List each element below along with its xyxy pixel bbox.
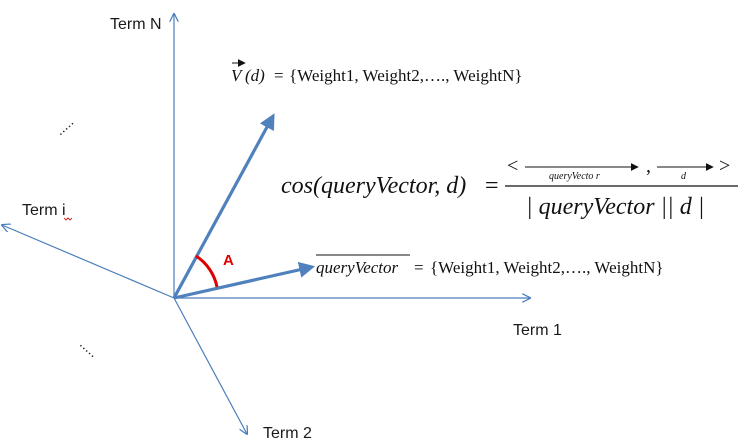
doc-vector-equals: = bbox=[274, 66, 284, 85]
doc-vector-value: {Weight1, Weight2,…., WeightN} bbox=[289, 66, 523, 85]
cosine-formula: cos(queryVector, d) = < queryVecto r , d… bbox=[281, 155, 738, 220]
query-vector-value: {Weight1, Weight2,…., WeightN} bbox=[430, 258, 664, 277]
term-n-label: Term N bbox=[110, 16, 162, 33]
document-vector-definition: V (d) = {Weight1, Weight2,…., WeightN} bbox=[231, 59, 523, 85]
document-vector-arrow bbox=[172, 113, 275, 299]
doc-vector-arg: (d) bbox=[245, 66, 265, 85]
term-2-label: Term 2 bbox=[263, 425, 312, 442]
ellipsis-lower: ..... bbox=[77, 335, 102, 360]
query-vector-arrow bbox=[173, 261, 316, 300]
term-1-label: Term 1 bbox=[513, 322, 562, 339]
numerator-q-label: queryVecto r bbox=[549, 171, 600, 182]
numerator-comma: , bbox=[646, 155, 651, 177]
angle-arc bbox=[195, 254, 219, 288]
numerator-close: > bbox=[719, 155, 730, 177]
query-vector-definition: queryVector = {Weight1, Weight2,…., Weig… bbox=[316, 254, 664, 277]
formula-equals: = bbox=[485, 173, 499, 199]
numerator-d-label: d bbox=[681, 171, 687, 182]
numerator-open: < bbox=[507, 155, 518, 177]
query-vector-symbol: queryVector bbox=[316, 258, 399, 277]
term-i-axis bbox=[2, 225, 175, 299]
spellcheck-squiggle bbox=[63, 217, 73, 221]
doc-vector-symbol: V bbox=[231, 66, 244, 85]
formula-denominator: | queryVector || d | bbox=[526, 194, 704, 220]
query-vector-equals: = bbox=[414, 258, 424, 277]
formula-lhs: cos(queryVector, d) bbox=[281, 173, 466, 199]
term-2-axis bbox=[173, 297, 247, 434]
ellipsis-upper: ..... bbox=[51, 113, 76, 138]
term-i-label: Term i bbox=[22, 202, 66, 219]
angle-label: A bbox=[223, 252, 234, 269]
